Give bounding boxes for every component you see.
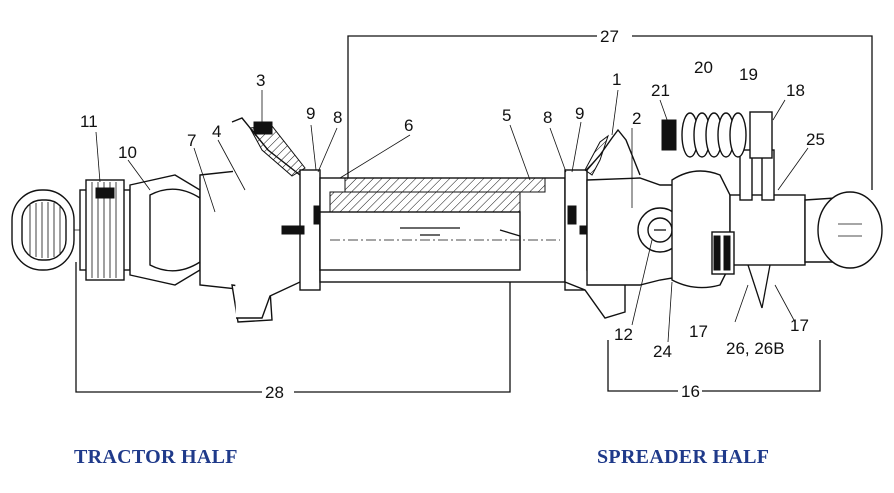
callout-17-right: 17: [790, 316, 809, 335]
inner-profile-tube: [319, 211, 560, 271]
callout-18: 18: [786, 81, 805, 100]
callout-3: 3: [256, 71, 265, 90]
callout-21: 21: [651, 81, 670, 100]
spreader-half-caption: SPREADER HALF: [597, 446, 770, 468]
callout-27: 27: [600, 27, 619, 46]
callout-numbers: 1 2 3 4 5 6 7 8 8 9 9 10 11 12 16 17 17 …: [80, 27, 825, 402]
callout-24: 24: [653, 342, 672, 361]
callout-10: 10: [118, 143, 137, 162]
callout-7: 7: [187, 131, 196, 150]
callout-16: 16: [681, 382, 700, 401]
callout-26-26b: 26, 26B: [726, 339, 785, 358]
clutch-housing: [711, 149, 806, 309]
callout-8-right: 8: [543, 108, 552, 127]
inner-guard-tube: [329, 177, 546, 213]
callout-12: 12: [614, 325, 633, 344]
callout-11: 11: [80, 112, 98, 131]
tractor-half-caption: TRACTOR HALF: [74, 446, 238, 468]
callout-2: 2: [632, 109, 641, 128]
callout-28: 28: [265, 383, 284, 402]
callout-5: 5: [502, 106, 511, 125]
callout-4: 4: [212, 122, 221, 141]
slip-clutch-spring: [661, 111, 773, 159]
quick-disconnect-collar: [79, 179, 131, 281]
callout-19: 19: [739, 65, 758, 84]
callout-9-left: 9: [306, 104, 315, 123]
callout-17-left: 17: [689, 322, 708, 341]
tractor-yoke: [129, 174, 201, 286]
callout-20: 20: [694, 58, 713, 77]
callout-8-left: 8: [333, 108, 342, 127]
leader-lines: [95, 89, 809, 343]
dimension-28: [75, 262, 511, 393]
callout-9-right: 9: [575, 104, 584, 123]
dimension-27: [347, 35, 873, 190]
tractor-splined-hub: [11, 189, 75, 271]
callout-6: 6: [404, 116, 413, 135]
implement-shaft-end: [804, 191, 883, 269]
callout-25: 25: [806, 130, 825, 149]
spreader-cross-journal: [637, 207, 683, 253]
tractor-shield-cone: [231, 117, 321, 319]
dimension-16: [607, 340, 821, 392]
callout-1: 1: [612, 70, 621, 89]
